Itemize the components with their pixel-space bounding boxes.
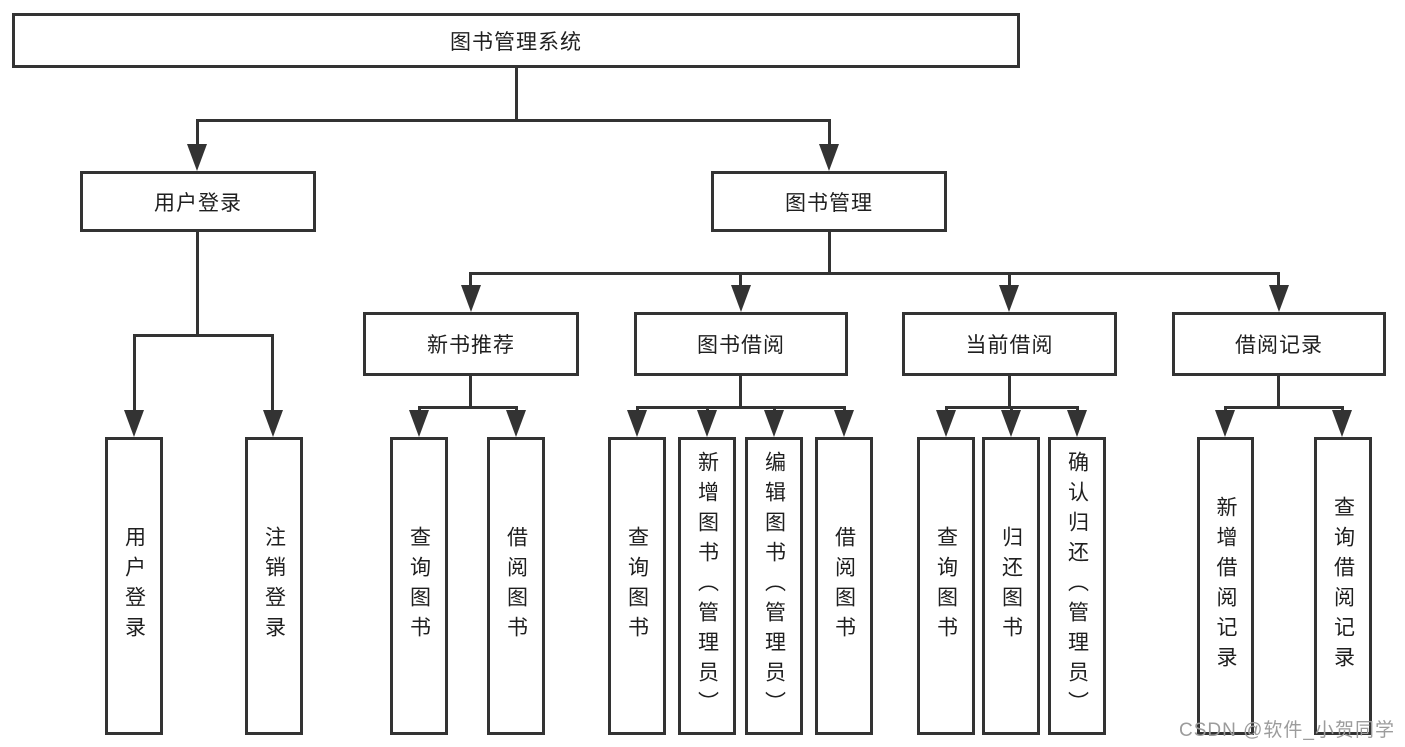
leaf-cb-return-books-label: 归还图书 <box>999 526 1023 646</box>
leaf-cb-query-books: 查询图书 <box>917 437 975 735</box>
connector-vline <box>1008 376 1011 406</box>
node-user-login: 用户登录 <box>80 171 316 232</box>
connector-vline <box>828 232 831 273</box>
leaf-br-add-record: 新增借阅记录 <box>1197 437 1254 735</box>
connector-vline <box>469 272 472 290</box>
node-new-book-recommend-label: 新书推荐 <box>427 334 515 357</box>
leaf-login-label: 用户登录 <box>122 526 146 646</box>
arrowhead-down-icon <box>187 144 207 171</box>
leaf-bb-borrow-books-label: 借阅图书 <box>832 526 856 646</box>
arrowhead-down-icon <box>764 410 784 437</box>
arrowhead-down-icon <box>461 285 481 312</box>
arrowhead-down-icon <box>1001 410 1021 437</box>
arrowhead-down-icon <box>1332 410 1352 437</box>
node-root: 图书管理系统 <box>12 13 1020 68</box>
leaf-bb-edit-books: 编辑图书（管理员） <box>745 437 803 735</box>
node-current-borrowing: 当前借阅 <box>902 312 1117 376</box>
leaf-bb-add-books-label: 新增图书（管理员） <box>695 451 719 721</box>
leaf-nbr-query-books: 查询图书 <box>390 437 448 735</box>
connector-hline <box>196 119 831 122</box>
connector-vline <box>1008 272 1011 290</box>
leaf-login: 用户登录 <box>105 437 163 735</box>
leaf-bb-query-books: 查询图书 <box>608 437 666 735</box>
leaf-br-query-record: 查询借阅记录 <box>1314 437 1372 735</box>
connector-vline <box>1277 272 1280 290</box>
arrowhead-down-icon <box>697 410 717 437</box>
arrowhead-down-icon <box>409 410 429 437</box>
leaf-cb-return-books: 归还图书 <box>982 437 1040 735</box>
leaf-nbr-borrow-books: 借阅图书 <box>487 437 545 735</box>
connector-vline <box>271 334 274 414</box>
arrowhead-down-icon <box>124 410 144 437</box>
connector-vline <box>1277 376 1280 406</box>
leaf-cb-query-books-label: 查询图书 <box>934 526 958 646</box>
leaf-br-query-record-label: 查询借阅记录 <box>1331 496 1355 676</box>
leaf-bb-add-books: 新增图书（管理员） <box>678 437 736 735</box>
leaf-logout: 注销登录 <box>245 437 303 735</box>
leaf-bb-edit-books-label: 编辑图书（管理员） <box>762 451 786 721</box>
connector-vline <box>739 272 742 290</box>
connector-hline <box>636 406 846 409</box>
connector-vline <box>515 67 518 120</box>
leaf-cb-confirm-return: 确认归还（管理员） <box>1048 437 1106 735</box>
arrowhead-down-icon <box>936 410 956 437</box>
node-book-management-label: 图书管理 <box>785 191 873 215</box>
connector-vline <box>469 376 472 406</box>
leaf-logout-label: 注销登录 <box>262 526 286 646</box>
connector-vline <box>196 232 199 334</box>
leaf-bb-borrow-books: 借阅图书 <box>815 437 873 735</box>
connector-vline <box>739 376 742 406</box>
leaf-cb-confirm-return-label: 确认归还（管理员） <box>1065 451 1089 721</box>
node-book-borrowing-label: 图书借阅 <box>697 334 785 357</box>
connector-vline <box>196 119 199 151</box>
node-borrowing-records-label: 借阅记录 <box>1235 334 1323 357</box>
arrowhead-down-icon <box>834 410 854 437</box>
leaf-nbr-query-books-label: 查询图书 <box>407 526 431 646</box>
node-borrowing-records: 借阅记录 <box>1172 312 1386 376</box>
arrowhead-down-icon <box>1269 285 1289 312</box>
node-book-management: 图书管理 <box>711 171 947 232</box>
watermark: CSDN @软件_小贺同学 <box>1179 720 1395 741</box>
leaf-bb-query-books-label: 查询图书 <box>625 526 649 646</box>
connector-hline <box>133 334 274 337</box>
node-book-borrowing: 图书借阅 <box>634 312 848 376</box>
arrowhead-down-icon <box>506 410 526 437</box>
connector-hline <box>469 272 1280 275</box>
arrowhead-down-icon <box>731 285 751 312</box>
arrowhead-down-icon <box>999 285 1019 312</box>
connector-vline <box>828 119 831 151</box>
connector-vline <box>133 334 136 414</box>
node-root-label: 图书管理系统 <box>450 30 582 54</box>
node-new-book-recommend: 新书推荐 <box>363 312 579 376</box>
leaf-br-add-record-label: 新增借阅记录 <box>1214 496 1237 676</box>
connector-hline <box>418 406 518 409</box>
arrowhead-down-icon <box>263 410 283 437</box>
node-current-borrowing-label: 当前借阅 <box>965 334 1054 357</box>
connector-hline <box>1224 406 1344 409</box>
node-user-login-label: 用户登录 <box>154 191 242 215</box>
arrowhead-down-icon <box>627 410 647 437</box>
leaf-nbr-borrow-books-label: 借阅图书 <box>504 526 528 646</box>
arrowhead-down-icon <box>819 144 839 171</box>
arrowhead-down-icon <box>1215 410 1235 437</box>
arrowhead-down-icon <box>1067 410 1087 437</box>
